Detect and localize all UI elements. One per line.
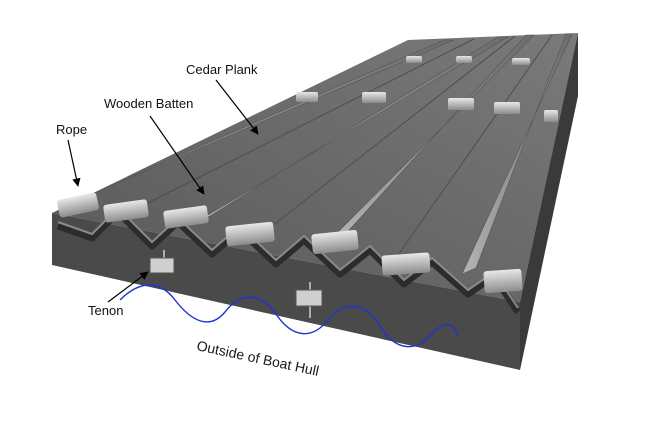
label-rope: Rope [56,122,87,137]
corrugated-profile-highlight [57,207,519,309]
rope-lashings [57,56,558,294]
rope-lashing [225,221,275,247]
hull-outside-wave [119,284,459,348]
corrugated-profile [56,208,521,314]
hull-side-face [520,33,578,370]
rope-lashing [381,252,431,276]
batten-4 [461,33,573,275]
tenons [149,257,323,307]
arrow-tenon [107,271,149,303]
rope-lashing [483,268,523,294]
arrow-rope [67,139,81,187]
plank-seam-2 [261,35,516,235]
rope-lashing [103,199,149,223]
rope-lashing [163,205,209,229]
plank-seam-3 [395,34,553,259]
rope-lashing [311,229,359,255]
label-hull-outside: Outside of Boat Hull [195,337,320,379]
tenon-block-1 [149,257,175,274]
plank-seam-1 [129,38,475,213]
hull-top-surface [52,33,578,302]
label-cedar-plank: Cedar Plank [186,62,258,77]
label-wooden-batten: Wooden Batten [104,96,193,111]
rope-lashing [296,92,318,102]
label-tenon: Tenon [88,303,123,318]
rope-lashing [57,192,99,218]
rope-lashing [406,56,422,63]
arrow-cedar-plank [215,79,259,135]
arrow-wooden-batten [149,115,205,195]
hull-front-face [52,213,520,370]
rope-lashing [456,56,472,63]
rope-lashing [512,58,530,65]
hull-panel [52,33,578,370]
rope-lashing [362,92,386,103]
rope-lashing [448,98,474,110]
tenon-block-2 [295,289,323,307]
rope-lashing [544,110,558,122]
rope-lashing [494,102,520,114]
